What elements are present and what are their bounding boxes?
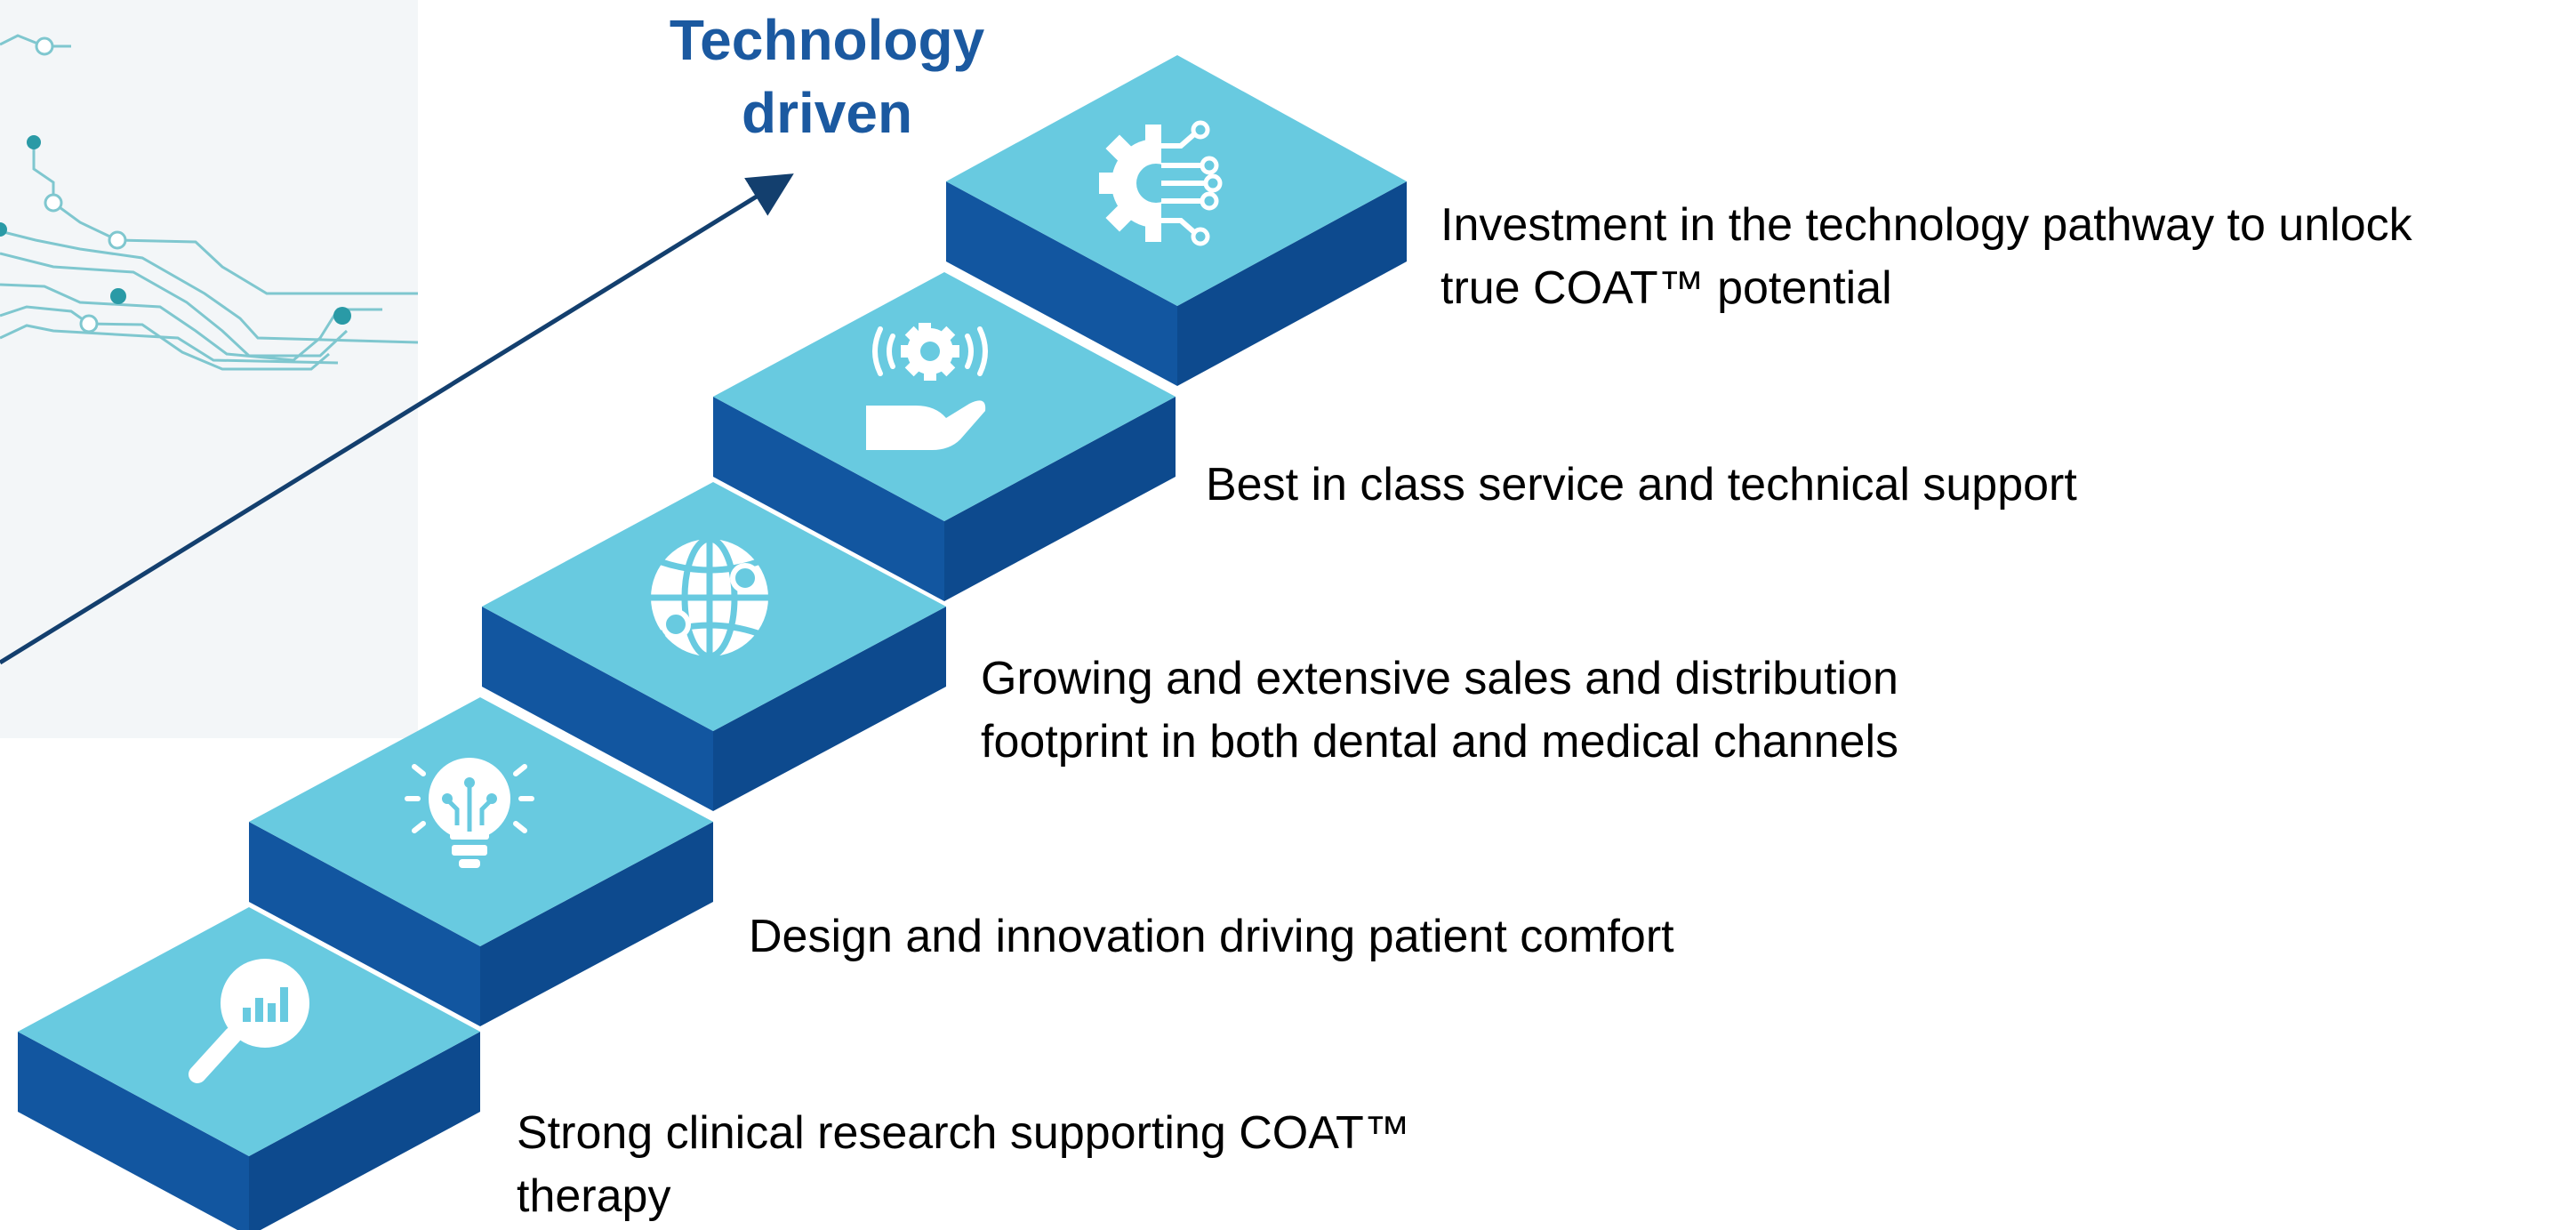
magnifier-chart-icon [189,959,309,1083]
growth-arrow [0,173,794,665]
hand-gear-icon [866,323,988,450]
lightbulb-circuit-icon [405,758,534,868]
step-1-block [18,907,480,1230]
circuit-background [0,0,418,738]
globe-network-icon [651,535,768,660]
step-4-block [713,272,1176,601]
circuit-lines-decoration [0,34,418,371]
step-1-text: Strong clinical research supporting COAT… [517,1107,1410,1222]
step-3-text: Growing and extensive sales and distribu… [981,653,1899,768]
step-4-text: Best in class service and technical supp… [1206,459,2077,510]
gear-circuit-icon [1099,120,1223,246]
headline-technology-driven: Technology driven [669,8,985,145]
step-5-text: Investment in the technology pathway to … [1440,199,2412,314]
step-2-text: Design and innovation driving patient co… [749,911,1674,962]
